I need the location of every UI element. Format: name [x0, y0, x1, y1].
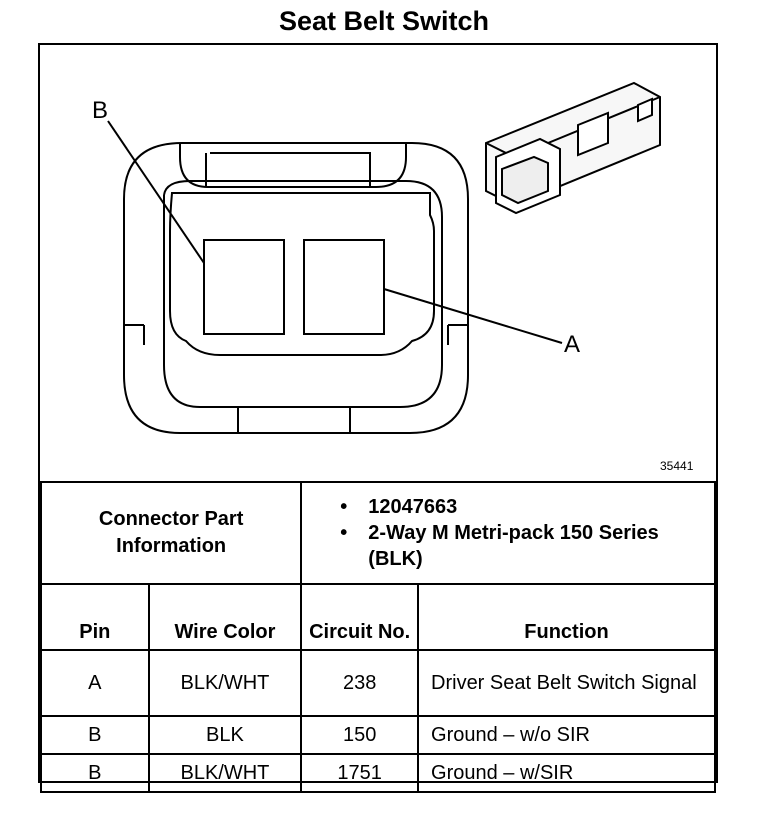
header-circuit-no: Circuit No.: [300, 583, 420, 651]
connector-part-number: 12047663: [340, 494, 714, 520]
connector-face-drawing: [107, 81, 661, 434]
pin-a-callout: A: [564, 331, 581, 358]
pin-b-callout: B: [92, 97, 109, 124]
connector-diagram: B A 35441: [40, 45, 716, 481]
pin-cell: B: [40, 753, 150, 793]
table-row: B BLK 150 Ground – w/o SIR: [40, 715, 716, 755]
table-header-row: Pin Wire Color Circuit No. Function: [40, 583, 716, 651]
figure-number: 35441: [660, 459, 694, 473]
table-row: A BLK/WHT 238 Driver Seat Belt Switch Si…: [40, 649, 716, 717]
circuit-cell: 1751: [300, 753, 420, 793]
function-cell: Ground – w/o SIR: [417, 715, 716, 755]
circuit-cell: 150: [300, 715, 420, 755]
connector-info-row: Connector Part Information 12047663 2-Wa…: [39, 481, 716, 585]
function-cell: Ground – w/SIR: [417, 753, 716, 793]
page-title: Seat Belt Switch: [278, 6, 490, 36]
connector-part-label: Connector Part Information: [39, 481, 303, 585]
connector-iso-icon: [485, 81, 661, 215]
cavity-a: [303, 239, 385, 335]
connector-part-description: 2-Way M Metri-pack 150 Series (BLK): [340, 520, 714, 572]
header-pin: Pin: [40, 583, 150, 651]
connector-part-info: 12047663 2-Way M Metri-pack 150 Series (…: [300, 481, 716, 585]
cavity-b: [203, 239, 285, 335]
connector-pinout-table: Connector Part Information 12047663 2-Wa…: [39, 481, 716, 793]
wire-color-cell: BLK: [147, 715, 303, 755]
wire-color-cell: BLK/WHT: [147, 649, 303, 717]
header-wire-color: Wire Color: [147, 583, 303, 651]
circuit-cell: 238: [300, 649, 420, 717]
wire-color-cell: BLK/WHT: [147, 753, 303, 793]
table-row: B BLK/WHT 1751 Ground – w/SIR: [40, 753, 716, 793]
function-cell: Driver Seat Belt Switch Signal: [417, 649, 716, 717]
pin-cell: A: [40, 649, 150, 717]
pin-cell: B: [40, 715, 150, 755]
header-function: Function: [417, 583, 716, 651]
connector-frame: B A 35441 Connector Part Information 120…: [38, 43, 718, 793]
